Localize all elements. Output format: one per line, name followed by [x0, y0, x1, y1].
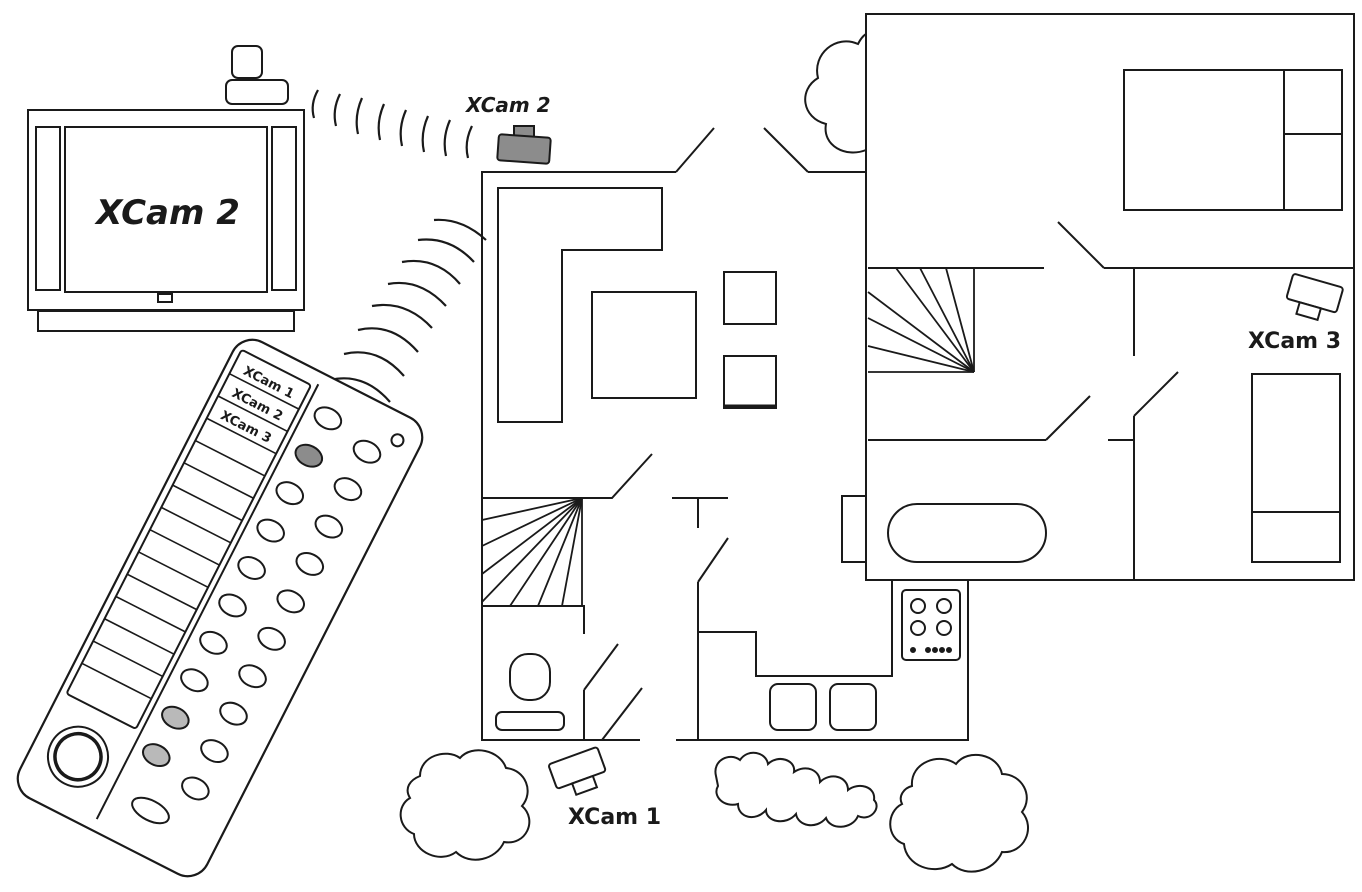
- tv-speaker-left: [35, 126, 61, 291]
- remote-button[interactable]: [177, 665, 211, 696]
- interior-wall: [583, 643, 619, 691]
- toilet: [495, 653, 565, 731]
- remote-button[interactable]: [216, 698, 250, 729]
- ground-floor-stairs: [481, 497, 583, 607]
- interior-door: [1045, 395, 1091, 441]
- armchair: [723, 355, 777, 409]
- remote-button-wide[interactable]: [128, 793, 173, 829]
- camera-xcam2: [496, 125, 552, 165]
- double-bed: [1123, 69, 1343, 211]
- remote-button[interactable]: [197, 736, 231, 767]
- camera-xcam3: [1285, 273, 1344, 322]
- remote-button[interactable]: [274, 586, 308, 617]
- upper-floor-stairs: [867, 267, 975, 373]
- interior-wall: [482, 605, 585, 634]
- bush: [714, 751, 878, 828]
- remote-button-active[interactable]: [292, 440, 326, 471]
- tv-screen-text: XCam 2: [94, 193, 240, 233]
- armchair: [723, 271, 777, 325]
- interior-door: [1133, 371, 1179, 417]
- bush: [889, 754, 1029, 873]
- remote-button[interactable]: [236, 661, 270, 692]
- ground-floor-wall: [481, 171, 676, 741]
- kitchen-counter: [698, 580, 893, 677]
- coffee-table: [591, 291, 697, 399]
- tv-power-led: [157, 293, 173, 303]
- remote-list: [81, 373, 300, 700]
- tv-frame: [27, 109, 305, 311]
- remote-button[interactable]: [235, 553, 269, 584]
- entry-door: [763, 127, 809, 173]
- l-shaped-sofa: [497, 187, 663, 423]
- interior-door: [1057, 221, 1105, 269]
- stove: [901, 589, 961, 661]
- camera-xcam1-label: XCam 1: [568, 805, 661, 830]
- remote-button[interactable]: [196, 628, 230, 659]
- floor-plan: [481, 13, 1355, 741]
- interior-wall: [601, 687, 643, 741]
- tv-stand: [37, 310, 295, 332]
- remote-control: XCam 1 XCam 2 XCam 3: [16, 338, 424, 878]
- set-top-receiver: [225, 45, 289, 105]
- remote-button[interactable]: [293, 549, 327, 580]
- tv-screen: [64, 126, 268, 293]
- kitchen-sink: [769, 683, 877, 731]
- remote-indicator-led: [390, 433, 405, 448]
- interior-wall: [482, 453, 653, 499]
- ground-floor-wall: [676, 580, 969, 741]
- remote-buttons: [128, 403, 405, 829]
- shrubs: [399, 32, 1029, 873]
- upper-floor-outline: [865, 13, 1355, 581]
- remote-button-highlight[interactable]: [158, 702, 192, 733]
- tv-speaker-right: [271, 126, 297, 291]
- remote-button-highlight[interactable]: [139, 740, 173, 771]
- bathtub: [887, 503, 1047, 563]
- remote-button[interactable]: [331, 474, 365, 505]
- remote-button[interactable]: [255, 624, 289, 655]
- camera-xcam1: [548, 746, 607, 797]
- remote-button[interactable]: [216, 590, 250, 621]
- remote-button[interactable]: [312, 511, 346, 542]
- remote-button[interactable]: [178, 773, 212, 804]
- entry-door: [675, 127, 715, 173]
- wall-cabinet: [841, 495, 867, 563]
- single-bed: [1251, 373, 1341, 563]
- remote-button[interactable]: [350, 436, 384, 467]
- bush: [399, 749, 531, 861]
- interior-wall: [697, 537, 729, 583]
- remote-display: [66, 349, 312, 729]
- camera-xcam2-label: XCam 2: [464, 93, 551, 117]
- camera-xcam3-label: XCam 3: [1248, 329, 1341, 354]
- remote-button[interactable]: [254, 515, 288, 546]
- remote-jog-dial[interactable]: [38, 716, 119, 797]
- signal-waves-tv: [311, 89, 473, 159]
- remote-button[interactable]: [273, 478, 307, 509]
- bush: [804, 32, 867, 154]
- remote-button[interactable]: [311, 403, 345, 434]
- television: [27, 45, 305, 332]
